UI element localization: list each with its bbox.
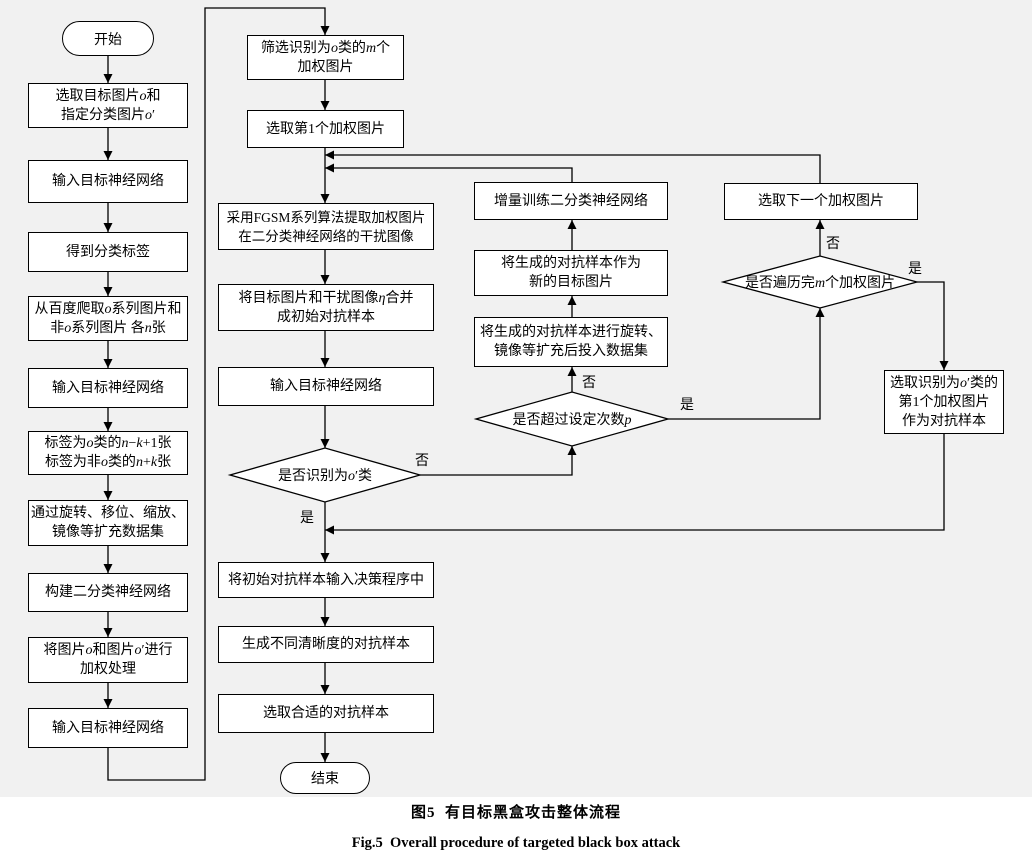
step-text: 输入目标神经网络 (270, 379, 382, 394)
step-input-net-2: 输入目标神经网络 (28, 368, 188, 408)
decision-traversed-text: 是否遍历完m个加权图片 (723, 256, 917, 308)
step-text: 采用FGSM系列算法提取加权图片 (226, 209, 426, 225)
connector-traversed-yes-to-oprime (917, 281, 949, 370)
connector-next-to-loop (325, 150, 821, 183)
step-text: 新的目标图片 (529, 275, 613, 290)
figure-caption-chinese: 图5 有目标黑盒攻击整体流程 (410, 805, 621, 821)
step-text: 输入目标神经网络 (52, 720, 164, 736)
step-text: 将初始对抗样本输入决策程序中 (228, 572, 424, 588)
step-incremental-train: 增量训练二分类神经网络 (474, 182, 668, 220)
step-text: 镜像等扩充数据集 (52, 525, 164, 540)
step-augment-dataset: 通过旋转、移位、缩放、 镜像等扩充数据集 (28, 500, 188, 546)
connector-input3-to-filter (107, 7, 330, 781)
step-select-first-o-prime: 选取识别为o′类的 第1个加权图片 作为对抗样本 (884, 370, 1004, 434)
step-text: 将生成的对抗样本进行旋转、 (480, 325, 662, 340)
decision-recognized-text: 是否识别为o′类 (230, 448, 420, 502)
connector-oprime-to-policy (325, 434, 945, 535)
step-fgsm-perturb: 采用FGSM系列算法提取加权图片 在二分类神经网络的干扰图像 (218, 203, 434, 250)
step-merge-adversarial: 将目标图片和干扰图像η合并 成初始对抗样本 (218, 284, 434, 331)
step-select-first-weighted: 选取第1个加权图片 (247, 110, 404, 148)
step-input-net-1: 输入目标神经网络 (28, 160, 188, 203)
step-text: 将目标图片和干扰图像η合并 (238, 290, 414, 306)
edge-label-traversed-no: 否 (826, 237, 840, 252)
step-text: 生成不同清晰度的对抗样本 (242, 637, 410, 652)
step-select-next-weighted: 选取下一个加权图片 (724, 183, 918, 220)
step-augment-samples: 将生成的对抗样本进行旋转、 镜像等扩充后投入数据集 (474, 317, 668, 367)
step-text: 构建二分类神经网络 (45, 585, 171, 600)
end-label: 结束 (311, 772, 339, 787)
step-get-labels: 得到分类标签 (28, 232, 188, 272)
connector-train-to-loop (325, 163, 573, 182)
step-text: 通过旋转、移位、缩放、 (31, 506, 185, 521)
step-input-net-3: 输入目标神经网络 (28, 708, 188, 748)
step-text: 第1个加权图片 (898, 394, 990, 410)
step-text: 加权处理 (80, 662, 136, 677)
figure-caption-english: Fig.5 Overall procedure of targeted blac… (351, 835, 681, 851)
step-text: 选取识别为o′类的 (889, 375, 999, 391)
edge-label-exceeds-no: 否 (582, 376, 596, 391)
decision-text: 是否遍历完m个加权图片 (744, 276, 896, 291)
decision-text: 是否识别为o′类 (277, 469, 373, 484)
step-text: 筛选识别为o类的m个 (260, 40, 391, 56)
decision-exceeds-text: 是否超过设定次数p (476, 392, 668, 446)
step-text: 输入目标神经网络 (52, 380, 164, 396)
decision-diamond-traversed (720, 255, 920, 309)
step-text: 将生成的对抗样本作为 (501, 256, 641, 271)
step-text: 将图片o和图片o′进行 (43, 643, 173, 658)
connector-no-to-exceeds (420, 446, 577, 476)
step-text: 在二分类神经网络的干扰图像 (238, 228, 414, 244)
step-new-target: 将生成的对抗样本作为 新的目标图片 (474, 250, 668, 296)
edge-label-traversed-yes: 是 (908, 262, 922, 277)
step-filter-weighted: 筛选识别为o类的m个 加权图片 (247, 35, 404, 80)
step-text: 加权图片 (297, 59, 354, 75)
end-terminal: 结束 (280, 762, 370, 794)
edge-label-recognized-yes: 是 (300, 511, 314, 526)
step-text: 选取第1个加权图片 (266, 121, 385, 137)
edge-label-exceeds-yes: 是 (680, 398, 694, 413)
step-text: 标签为o类的n−k+1张 (44, 436, 172, 451)
edge-label-recognized-no: 否 (415, 454, 429, 469)
step-text: 指定分类图片o′ (60, 107, 156, 123)
step-input-net-4: 输入目标神经网络 (218, 367, 434, 406)
step-text: 得到分类标签 (66, 244, 150, 260)
start-label: 开始 (94, 32, 122, 48)
step-text: 增量训练二分类神经网络 (494, 193, 648, 209)
step-text: 选取合适的对抗样本 (263, 706, 389, 721)
step-generate-clarity: 生成不同清晰度的对抗样本 (218, 626, 434, 663)
decision-diamond-recognized (227, 447, 423, 503)
step-choose-sample: 选取合适的对抗样本 (218, 694, 434, 733)
decision-diamond-exceeds (473, 391, 671, 447)
step-text: 作为对抗样本 (902, 413, 986, 429)
step-build-binary-net: 构建二分类神经网络 (28, 573, 188, 612)
step-text: 输入目标神经网络 (52, 174, 164, 189)
start-terminal: 开始 (62, 21, 154, 56)
connector-exceeds-yes-to-traversed (668, 308, 825, 420)
step-select-images: 选取目标图片o和 指定分类图片o′ (28, 83, 188, 128)
step-text: 成初始对抗样本 (277, 309, 375, 325)
decision-text: 是否超过设定次数p (512, 413, 632, 428)
step-weight-images: 将图片o和图片o′进行 加权处理 (28, 637, 188, 683)
step-text: 镜像等扩充后投入数据集 (494, 344, 648, 359)
step-decision-policy: 将初始对抗样本输入决策程序中 (218, 562, 434, 598)
step-text: 从百度爬取o系列图片和 (34, 301, 182, 317)
step-text: 标签为非o类的n+k张 (44, 455, 172, 470)
step-text: 非o系列图片 各n张 (50, 320, 166, 336)
step-crawl-images: 从百度爬取o系列图片和 非o系列图片 各n张 (28, 296, 188, 341)
step-text: 选取下一个加权图片 (758, 194, 884, 209)
step-text: 选取目标图片o和 (55, 88, 161, 104)
step-label-counts: 标签为o类的n−k+1张 标签为非o类的n+k张 (28, 431, 188, 475)
